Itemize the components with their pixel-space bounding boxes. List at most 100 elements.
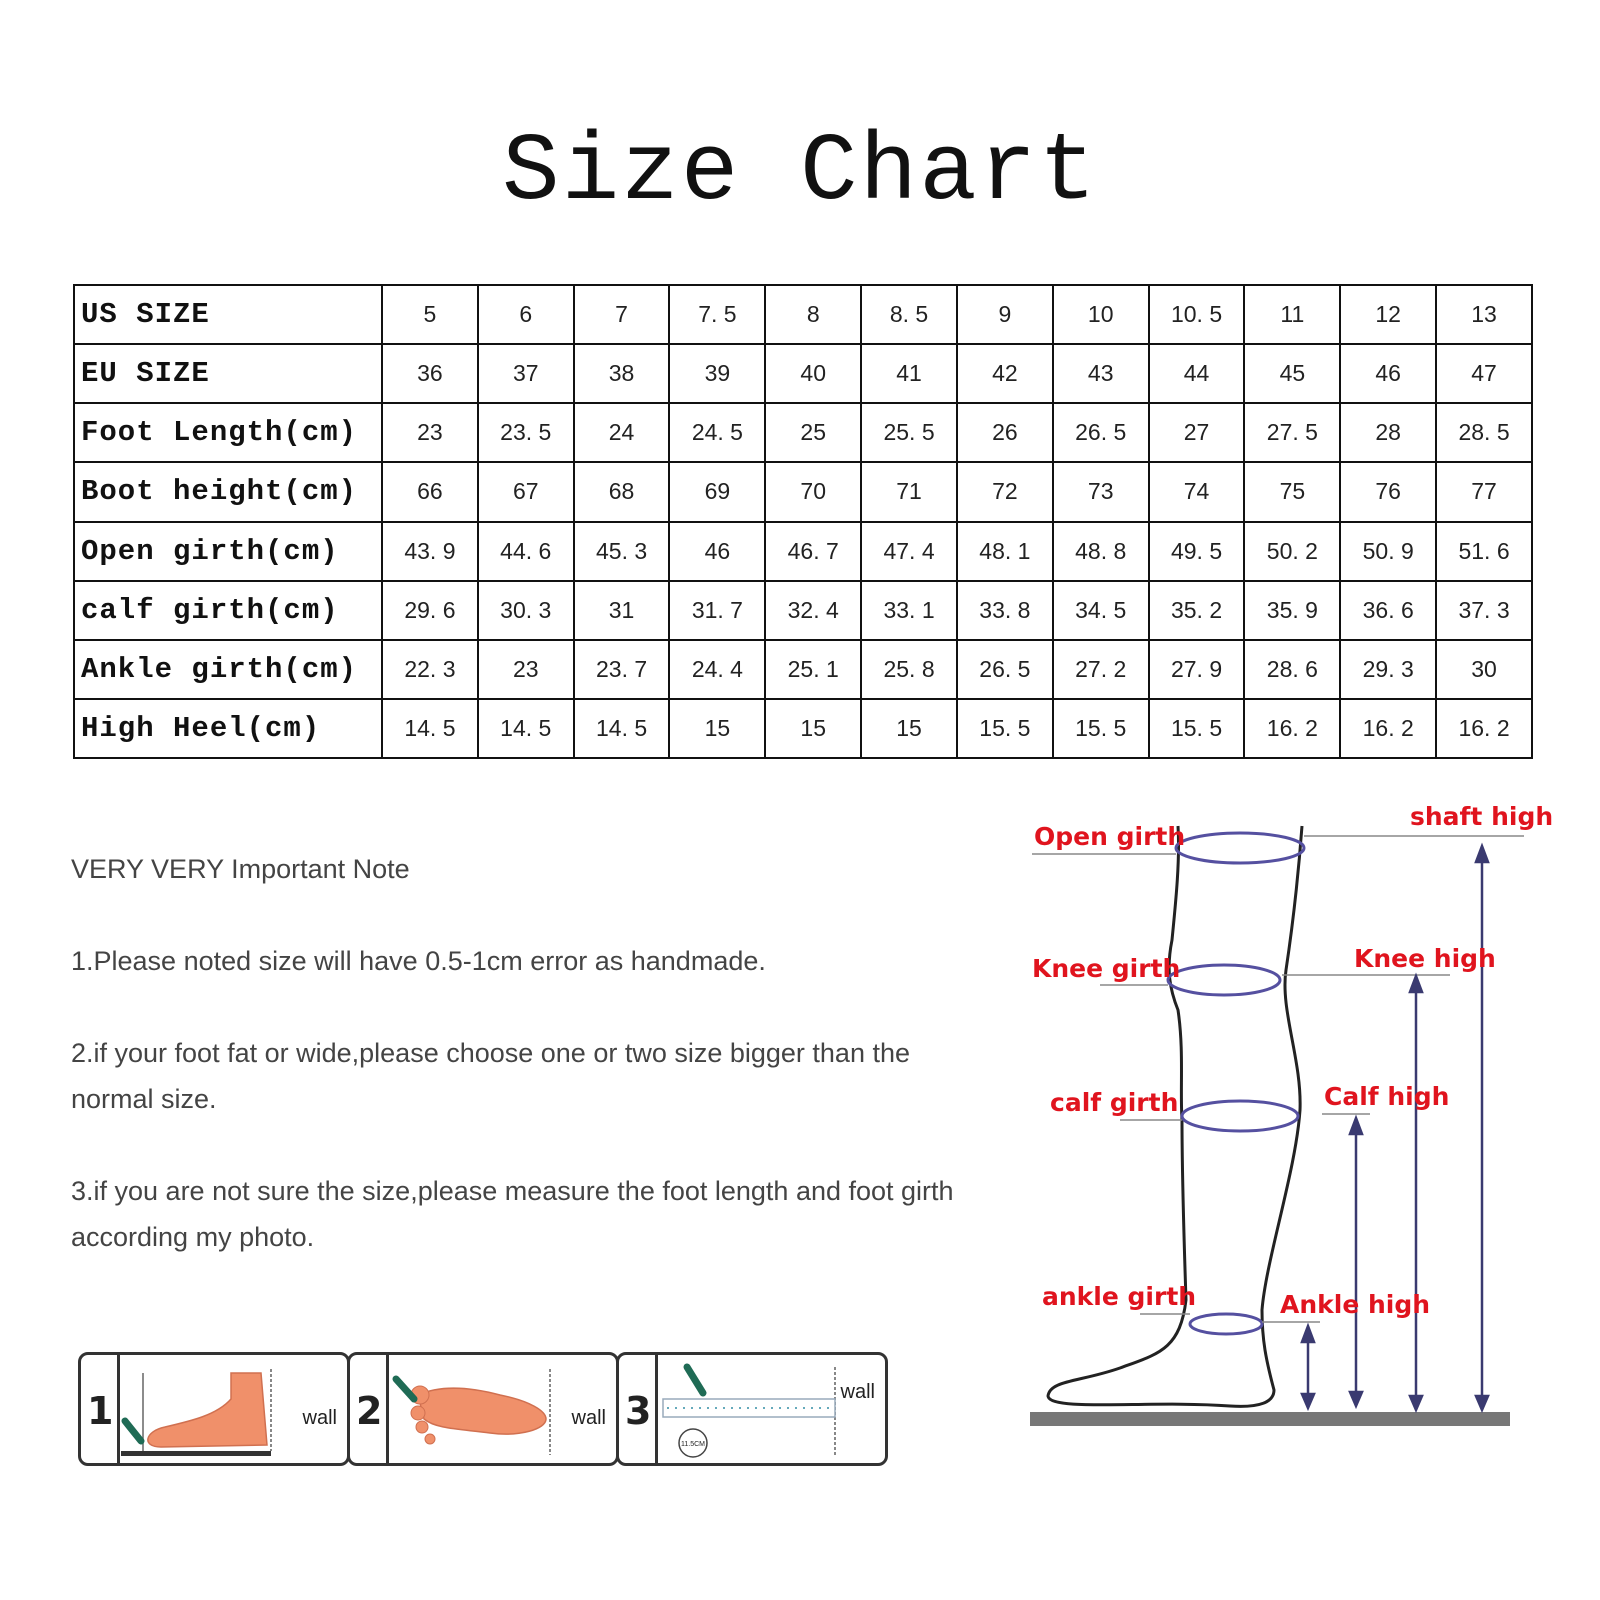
label-knee-girth: Knee girth (1032, 954, 1181, 983)
table-cell: 37 (476, 343, 575, 405)
table-cell: 16. 2 (1435, 697, 1533, 760)
table-cell: 72 (955, 461, 1054, 523)
table-cell: 31 (572, 579, 671, 641)
row-label: Foot Length(cm) (73, 402, 383, 464)
table-cell: 15. 5 (1147, 697, 1246, 760)
table-cell: 47. 4 (860, 520, 958, 582)
row-label: EU SIZE (73, 343, 383, 405)
table-cell: 39 (668, 343, 767, 405)
measure-badge: 11.5CM (681, 1441, 705, 1448)
foot-top-icon (392, 1369, 551, 1455)
table-cell: 47 (1435, 343, 1533, 405)
table-cell: 49. 5 (1147, 520, 1246, 582)
page-title: Size Chart (501, 118, 1099, 227)
table-cell: 43 (1051, 343, 1150, 405)
table-cell: 5 (381, 283, 479, 346)
table-cell: 50. 2 (1243, 520, 1342, 582)
table-cell: 28. 5 (1435, 402, 1533, 464)
table-cell: 33. 8 (955, 579, 1054, 641)
table-cell: 67 (476, 461, 575, 523)
notes-section: VERY VERY Important Note 1.Please noted … (71, 846, 991, 1306)
note-item-3: 3.if you are not sure the size,please me… (71, 1176, 954, 1252)
leg-outline-icon (1030, 825, 1524, 1426)
table-cell: 15 (764, 697, 863, 760)
table-cell: 27. 2 (1051, 638, 1150, 700)
table-cell: 68 (572, 461, 671, 523)
wall-label: wall (840, 1381, 875, 1403)
table-cell: 48. 1 (955, 520, 1054, 582)
table-cell: 43. 9 (381, 520, 479, 582)
table-cell: 28 (1339, 402, 1438, 464)
table-cell: 24. 5 (668, 402, 767, 464)
label-calf-high: Calf high (1324, 1082, 1450, 1111)
table-cell: 25. 1 (764, 638, 863, 700)
table-cell: 14. 5 (572, 697, 671, 760)
table-cell: 26. 5 (955, 638, 1054, 700)
table-cell: 12 (1339, 283, 1438, 346)
table-cell: 10. 5 (1147, 283, 1246, 346)
table-cell: 15 (860, 697, 958, 760)
table-cell: 50. 9 (1339, 520, 1438, 582)
step-number: 1 (87, 1389, 114, 1433)
table-cell: 37. 3 (1435, 579, 1533, 641)
table-cell: 22. 3 (381, 638, 479, 700)
wall-label: wall (571, 1407, 606, 1429)
table-cell: 7. 5 (668, 283, 767, 346)
table-cell: 25 (764, 402, 863, 464)
table-cell: 69 (668, 461, 767, 523)
step-panel-1: 1 wall (78, 1352, 350, 1466)
table-cell: 23. 7 (572, 638, 671, 700)
table-cell: 70 (764, 461, 863, 523)
table-cell: 71 (860, 461, 958, 523)
table-cell: 25. 8 (860, 638, 958, 700)
row-label: High Heel(cm) (73, 697, 383, 760)
table-cell: 13 (1435, 283, 1533, 346)
table-cell: 14. 5 (476, 697, 575, 760)
table-cell: 15. 5 (955, 697, 1054, 760)
table-cell: 36. 6 (1339, 579, 1438, 641)
table-cell: 41 (860, 343, 958, 405)
table-cell: 25. 5 (860, 402, 958, 464)
table-cell: 15. 5 (1051, 697, 1150, 760)
label-open-girth: Open girth (1034, 822, 1186, 851)
table-cell: 29. 6 (381, 579, 479, 641)
table-cell: 46 (668, 520, 767, 582)
step-panel-2: 2 wall (347, 1352, 619, 1466)
row-label: Ankle girth(cm) (73, 638, 383, 700)
table-cell: 27. 9 (1147, 638, 1246, 700)
step-number: 2 (356, 1389, 383, 1433)
table-cell: 46. 7 (764, 520, 863, 582)
table-cell: 16. 2 (1339, 697, 1438, 760)
table-cell: 27. 5 (1243, 402, 1342, 464)
table-cell: 24 (572, 402, 671, 464)
table-cell: 8. 5 (860, 283, 958, 346)
table-cell: 7 (572, 283, 671, 346)
table-cell: 36 (381, 343, 479, 405)
table-cell: 66 (381, 461, 479, 523)
table-cell: 35. 2 (1147, 579, 1246, 641)
foot-side-icon (121, 1369, 272, 1456)
table-cell: 32. 4 (764, 579, 863, 641)
label-knee-high: Knee high (1354, 944, 1496, 973)
table-cell: 45 (1243, 343, 1342, 405)
row-label: US SIZE (73, 283, 383, 346)
table-cell: 27 (1147, 402, 1246, 464)
table-cell: 48. 8 (1051, 520, 1150, 582)
table-cell: 26. 5 (1051, 402, 1150, 464)
table-cell: 26 (955, 402, 1054, 464)
measure-steps: 1 wall 2 wall 3 (70, 1352, 900, 1472)
table-cell: 35. 9 (1243, 579, 1342, 641)
table-cell: 29. 3 (1339, 638, 1438, 700)
table-cell: 38 (572, 343, 671, 405)
row-label: calf girth(cm) (73, 579, 383, 641)
label-ankle-high: Ankle high (1280, 1290, 1431, 1319)
table-cell: 14. 5 (381, 697, 479, 760)
table-cell: 75 (1243, 461, 1342, 523)
table-cell: 76 (1339, 461, 1438, 523)
step-number: 3 (625, 1389, 652, 1433)
